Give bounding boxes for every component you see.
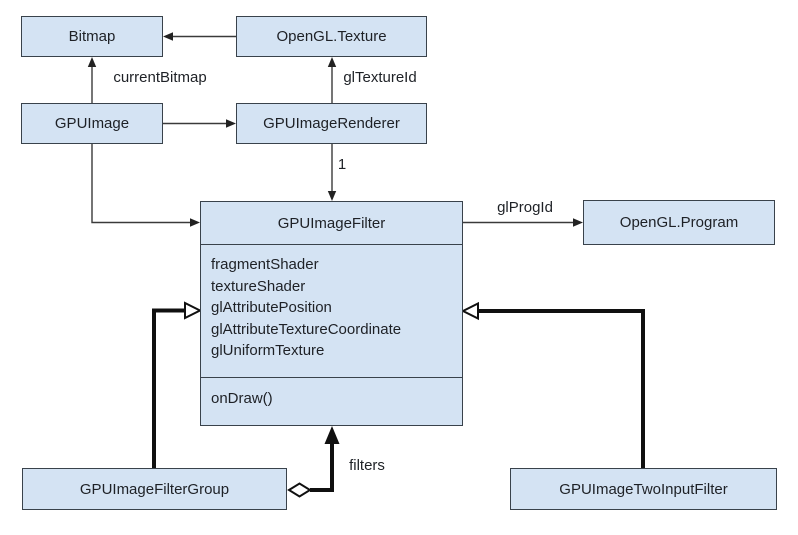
class-gpuimage: GPUImage [21, 103, 163, 144]
edge-gpuimage-to-filter [91, 144, 193, 224]
filled-arrowhead-up [324, 426, 340, 444]
edge-label-gl-texture-id: glTextureId [343, 69, 417, 86]
hollow-triangle-right [184, 301, 203, 320]
class-gpuimage-filter-group-label: GPUImageFilterGroup [79, 480, 230, 498]
class-gpuimage-renderer-label: GPUImageRenderer [263, 115, 400, 132]
class-gpuimage-label: GPUImage [54, 115, 130, 132]
arrowhead-up [327, 57, 337, 67]
edge-twoinput-extends-filter [478, 309, 645, 468]
class-opengl-program: OpenGL.Program [583, 200, 775, 245]
thin-edges [91, 35, 576, 224]
class-opengl-program-label: OpenGL.Program [619, 214, 739, 231]
attribute-texture-shader: textureShader [211, 277, 306, 295]
edge-label-current-bitmap: currentBitmap [113, 69, 207, 86]
class-gpuimage-filter-title: GPUImageFilter [201, 202, 462, 245]
attribute-gl-attribute-position: glAttributePosition [211, 299, 332, 316]
inheritance-arrowheads [184, 301, 479, 321]
attribute-gl-uniform-texture: glUniformTexture [211, 342, 325, 359]
edge-label-gl-prog-id: glProgId [497, 199, 553, 216]
arrowhead-up [87, 57, 97, 67]
class-gpuimage-filter-label: GPUImageFilter [277, 214, 386, 232]
hollow-triangle-left [460, 301, 479, 321]
class-bitmap: Bitmap [21, 16, 163, 57]
edge-filtergroup-extends-filter [152, 308, 186, 468]
class-gpuimage-filter-group: GPUImageFilterGroup [22, 468, 287, 510]
thin-arrowheads [87, 32, 583, 227]
method-on-draw: onDraw() [211, 390, 273, 407]
class-gpuimage-filter-methods: onDraw() [201, 378, 462, 425]
inheritance-edges [152, 308, 645, 468]
arrowhead-right [190, 218, 200, 227]
class-bitmap-label: Bitmap [68, 28, 116, 45]
arrowhead-right [573, 218, 583, 227]
class-opengl-texture: OpenGL.Texture [236, 16, 427, 57]
class-gpuimage-filter-attributes: fragmentShader textureShader glAttribute… [201, 245, 462, 378]
arrowhead-right [226, 119, 236, 128]
edge-label-filters: filters [349, 457, 385, 474]
attribute-fragment-shader: fragmentShader [211, 256, 319, 273]
arrowhead-left [163, 32, 173, 41]
arrowhead-down [327, 191, 337, 201]
class-gpuimage-filter: GPUImageFilter fragmentShader textureSha… [200, 201, 463, 426]
edge-filtergroup-filters [310, 442, 334, 492]
class-gpuimage-renderer: GPUImageRenderer [236, 103, 427, 144]
aggregation-diamond [287, 482, 312, 498]
class-gpuimage-two-input-filter: GPUImageTwoInputFilter [510, 468, 777, 510]
class-gpuimage-two-input-filter-label: GPUImageTwoInputFilter [559, 480, 728, 498]
attribute-gl-attribute-texture-coordinate: glAttributeTextureCoordinate [211, 320, 402, 338]
edge-label-multiplicity-1: 1 [337, 156, 347, 173]
class-opengl-texture-label: OpenGL.Texture [276, 28, 387, 45]
